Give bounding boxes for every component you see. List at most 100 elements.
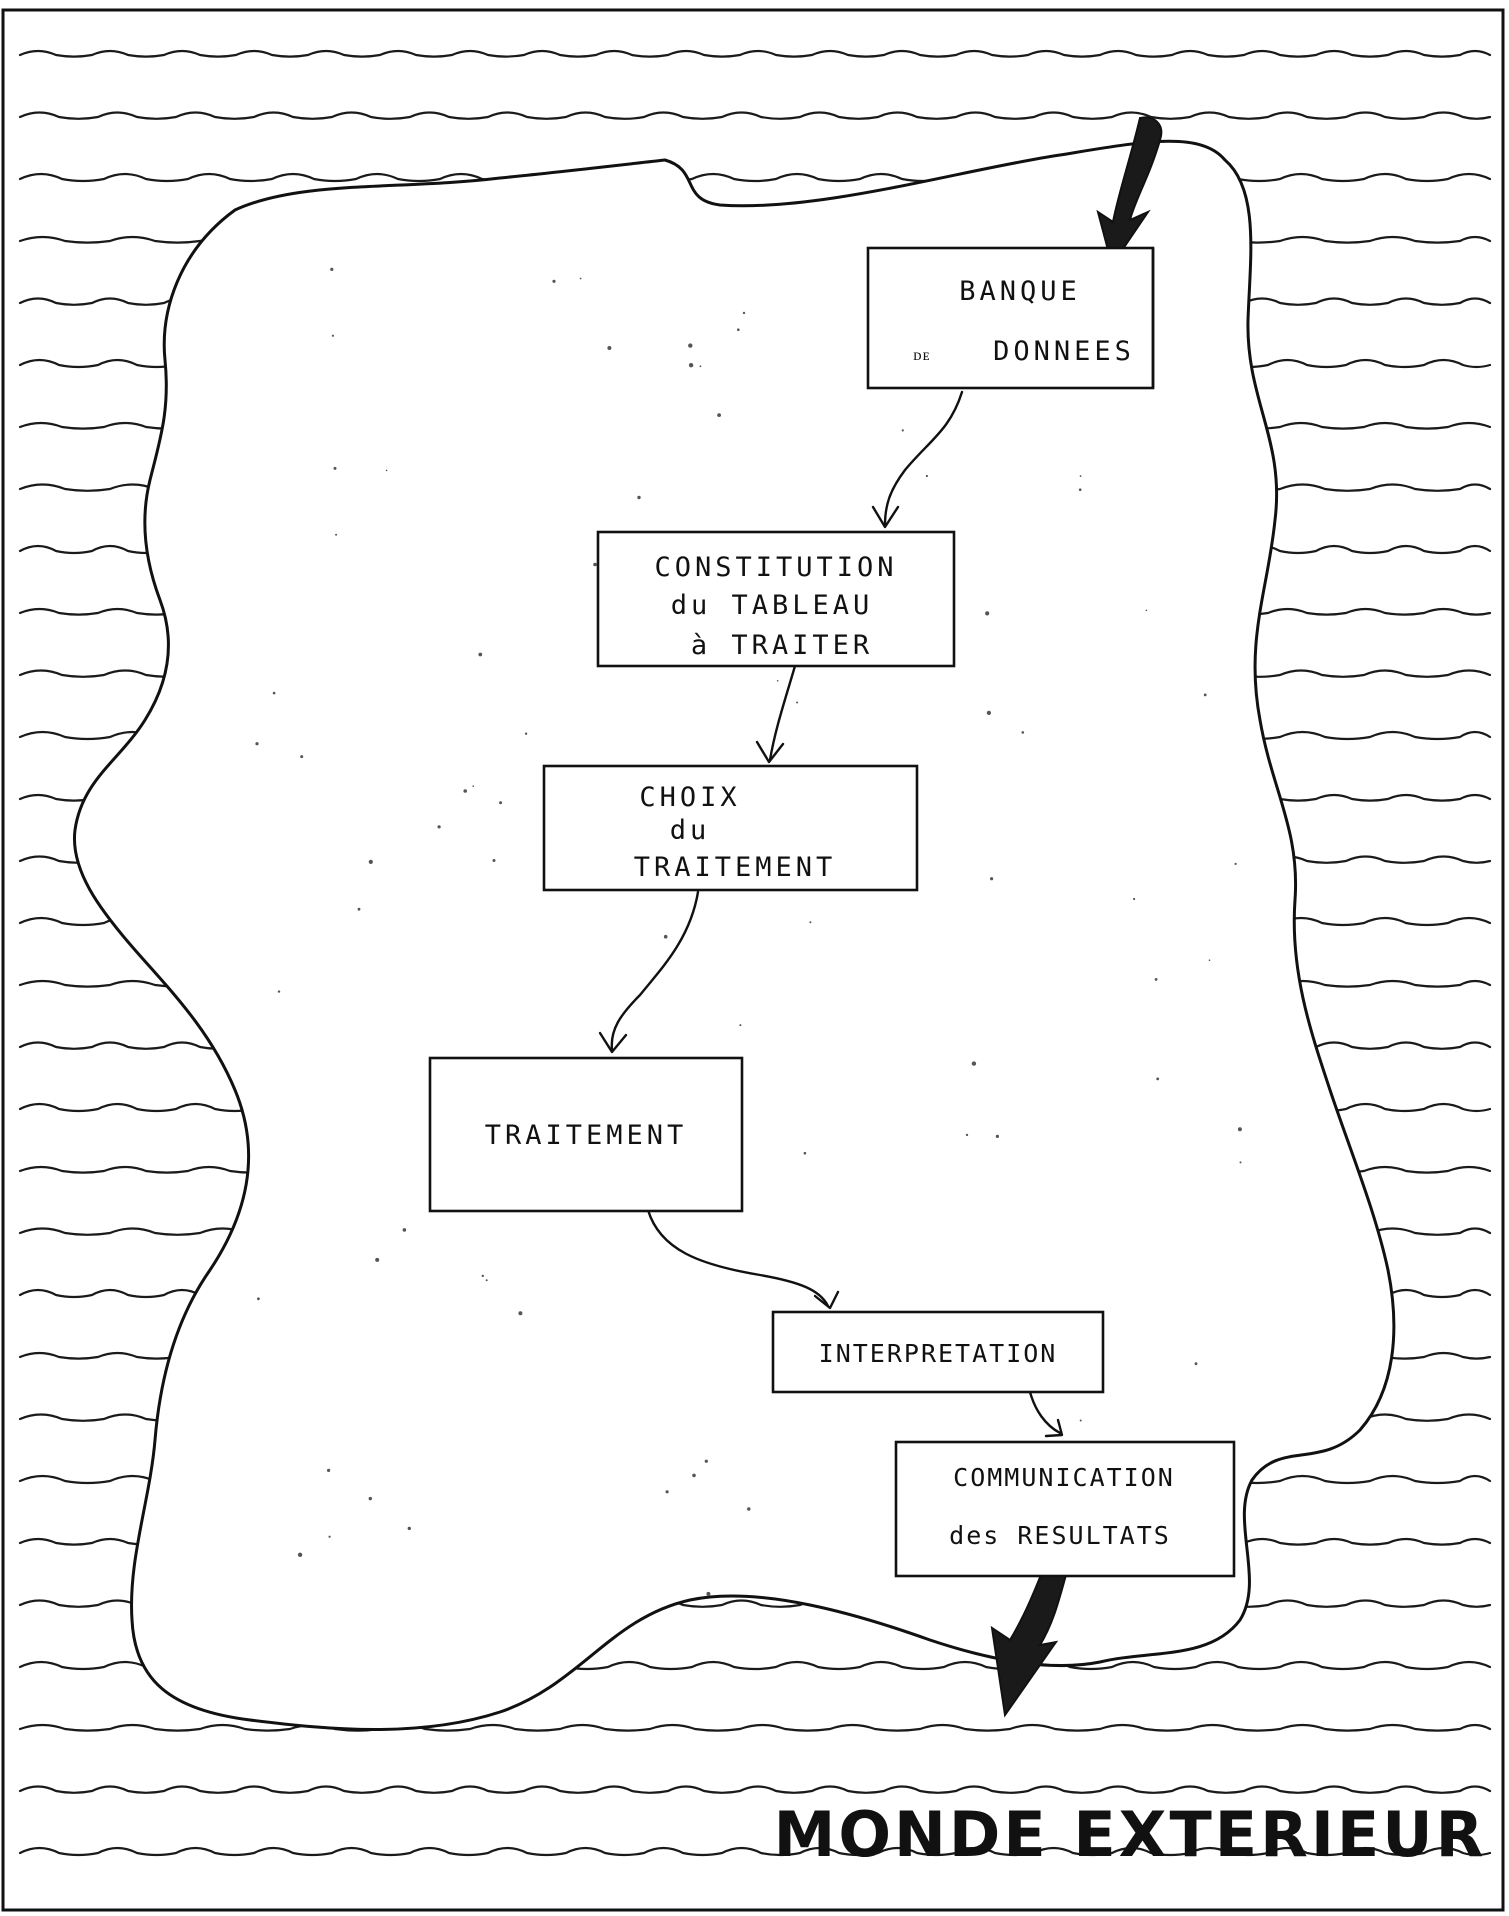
paper-speck bbox=[699, 365, 702, 368]
paper-speck bbox=[986, 710, 992, 716]
paper-speck bbox=[1078, 488, 1082, 492]
node-interpretation-box bbox=[771, 1310, 1105, 1394]
node-choix-line-3: TRAITEMENT bbox=[634, 852, 837, 883]
paper-speck bbox=[593, 562, 597, 567]
paper-speck bbox=[747, 1507, 751, 1511]
connector-interpretation-communication bbox=[1028, 1390, 1062, 1435]
paper-speck bbox=[368, 859, 373, 865]
paper-speck bbox=[692, 1473, 696, 1478]
paper-speck bbox=[742, 311, 746, 315]
paper-speck bbox=[1154, 978, 1158, 981]
paper-speck bbox=[402, 1228, 407, 1232]
node-interpretation: INTERPRETATION bbox=[771, 1310, 1105, 1394]
paper-speck bbox=[300, 755, 304, 759]
paper-speck bbox=[1234, 862, 1237, 866]
paper-speck bbox=[437, 825, 441, 829]
paper-speck bbox=[1079, 1419, 1082, 1422]
entry-arrow bbox=[1096, 116, 1163, 268]
flow-connectors bbox=[598, 390, 1064, 1438]
node-communication-resultats: COMMUNICATION des RESULTATS bbox=[894, 1440, 1236, 1578]
paper-speck bbox=[257, 1297, 260, 1301]
paper-speck bbox=[375, 1257, 380, 1262]
paper-speck bbox=[637, 495, 641, 500]
paper-speck bbox=[485, 1279, 488, 1282]
paper-speck bbox=[478, 652, 483, 657]
paper-speck bbox=[995, 1134, 1000, 1138]
paper-speck bbox=[1203, 693, 1207, 697]
node-banque-prefix: ᴅᴇ bbox=[913, 345, 931, 364]
paper-speck bbox=[481, 1274, 484, 1278]
sea-wave-line bbox=[18, 1785, 1492, 1794]
arrowhead-choix bbox=[755, 740, 785, 764]
paper-speck bbox=[524, 732, 528, 735]
paper-speck bbox=[368, 1496, 372, 1501]
paper-speck bbox=[330, 267, 334, 271]
paper-speck bbox=[1145, 609, 1148, 612]
paper-speck bbox=[1021, 731, 1025, 734]
paper-speck bbox=[328, 1535, 331, 1538]
paper-speck bbox=[272, 691, 276, 695]
node-interpretation-line-1: INTERPRETATION bbox=[819, 1339, 1058, 1368]
node-traitement-line-1: TRAITEMENT bbox=[485, 1120, 688, 1151]
paper-speck bbox=[277, 990, 281, 993]
paper-speck bbox=[463, 789, 468, 793]
paper-speck bbox=[297, 1552, 303, 1558]
paper-speck bbox=[706, 1591, 711, 1596]
node-constitution-line-1: CONSTITUTION bbox=[654, 552, 897, 583]
arrowhead-communication bbox=[1044, 1418, 1064, 1438]
paper-speck bbox=[327, 1468, 331, 1472]
paper-speck bbox=[965, 1133, 969, 1137]
paper-speck bbox=[357, 907, 361, 911]
node-choix-traitement: CHOIX du TRAITEMENT bbox=[542, 764, 919, 892]
paper-speck bbox=[492, 859, 496, 862]
node-choix-line-2: du bbox=[670, 815, 711, 846]
paper-speck bbox=[255, 742, 259, 746]
paper-speck bbox=[688, 363, 694, 368]
node-constitution-tableau: CONSTITUTION du TABLEAU à TRAITER bbox=[596, 530, 956, 668]
node-communication-line-1: COMMUNICATION bbox=[953, 1463, 1175, 1492]
node-constitution-box bbox=[596, 530, 956, 668]
paper-speck bbox=[809, 921, 812, 924]
paper-speck bbox=[971, 1061, 977, 1066]
paper-speck bbox=[739, 1024, 742, 1027]
node-constitution-line-2: du TABLEAU bbox=[671, 590, 874, 621]
node-banque-box bbox=[866, 246, 1155, 390]
paper-speck bbox=[607, 346, 612, 350]
paper-speck bbox=[901, 429, 904, 432]
node-traitement: TRAITEMENT bbox=[428, 1056, 744, 1213]
paper-speck bbox=[990, 877, 994, 881]
paper-speck bbox=[1237, 1127, 1242, 1132]
node-communication-box bbox=[894, 1440, 1236, 1578]
monde-exterieur-label: MONDE EXTERIEUR bbox=[774, 1798, 1487, 1871]
paper-speck bbox=[776, 680, 779, 682]
arrowhead-interpretation bbox=[813, 1290, 840, 1310]
node-choix-box bbox=[542, 764, 919, 892]
sea-wave-line bbox=[18, 1846, 1492, 1857]
paper-speck bbox=[518, 1311, 523, 1316]
sea-wave-line bbox=[18, 1723, 1492, 1732]
connector-banque-constitution bbox=[883, 390, 964, 527]
sea-wave-line bbox=[18, 111, 1492, 120]
paper-speck bbox=[1194, 1362, 1198, 1366]
node-banque-line-2: DONNEES bbox=[993, 336, 1135, 367]
arrowhead-constitution bbox=[871, 505, 900, 529]
paper-speck bbox=[407, 1526, 411, 1531]
paper-speck bbox=[688, 343, 693, 348]
paper-speck bbox=[335, 533, 338, 536]
node-banque-donnees: BANQUE ᴅᴇ DONNEES bbox=[866, 246, 1155, 390]
paper-speck bbox=[663, 934, 668, 939]
connector-choix-traitement bbox=[610, 890, 700, 1052]
node-traitement-box bbox=[428, 1056, 744, 1213]
paper-speck bbox=[985, 611, 990, 616]
paper-speck bbox=[331, 334, 334, 337]
sea-wave-line bbox=[18, 172, 1492, 183]
paper-speck bbox=[803, 1151, 807, 1155]
paper-speck bbox=[579, 277, 582, 280]
paper-speck bbox=[333, 466, 337, 470]
paper-speck bbox=[499, 801, 503, 805]
paper-speck bbox=[1239, 1161, 1242, 1164]
paper-speck bbox=[704, 1459, 708, 1463]
paper-speck bbox=[717, 413, 721, 417]
paper-speck bbox=[552, 279, 556, 283]
